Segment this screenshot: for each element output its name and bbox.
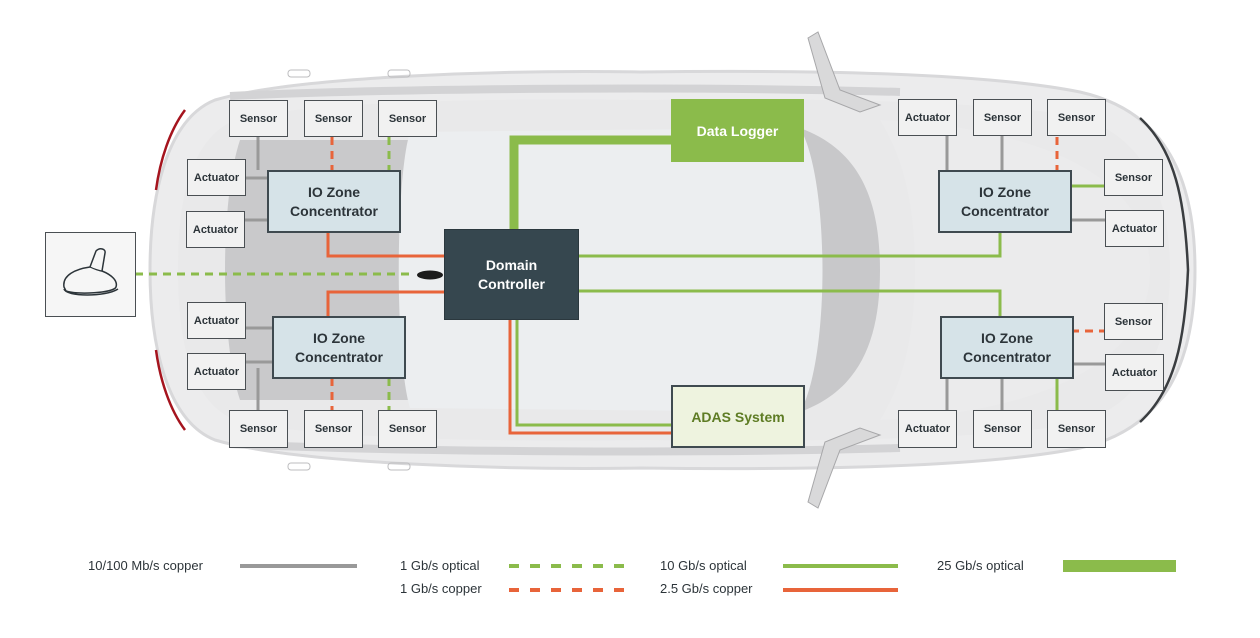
io-zone-concentrator-bottom-right: IO Zone Concentrator <box>940 316 1074 379</box>
sensor-rr-side: Sensor <box>1104 303 1163 340</box>
tail-light-bottom <box>154 349 187 431</box>
sensor-rl-3: Sensor <box>378 410 437 448</box>
actuator-fl-2: Actuator <box>186 211 245 248</box>
sensor-fl-1: Sensor <box>229 100 288 137</box>
sensor-rr-bottom-1: Sensor <box>973 410 1032 448</box>
shark-fin-antenna-icon <box>62 247 118 296</box>
legend-label-25g-optical: 25 Gb/s optical <box>937 558 1024 573</box>
sensor-fr-top-2: Sensor <box>1047 99 1106 136</box>
sensor-fl-3: Sensor <box>378 100 437 137</box>
camera-sensor-icon <box>417 270 443 280</box>
tail-light-top <box>154 109 187 191</box>
links-10g-optical <box>515 184 1106 427</box>
links-10-100-copper <box>242 130 1106 410</box>
sensor-rl-2: Sensor <box>304 410 363 448</box>
adas-system: ADAS System <box>671 385 805 448</box>
sensor-fr-side: Sensor <box>1104 159 1163 196</box>
actuator-rl-1: Actuator <box>187 302 246 339</box>
sensor-rr-bottom-2: Sensor <box>1047 410 1106 448</box>
sensor-fr-top-1: Sensor <box>973 99 1032 136</box>
domain-controller: Domain Controller <box>444 229 579 320</box>
actuator-rr-side: Actuator <box>1105 354 1164 391</box>
sensor-fl-2: Sensor <box>304 100 363 137</box>
legend-label-10g-optical: 10 Gb/s optical <box>660 558 747 573</box>
actuator-fr-side: Actuator <box>1105 210 1164 247</box>
links-1g-copper <box>330 137 1106 410</box>
io-zone-concentrator-top-right: IO Zone Concentrator <box>938 170 1072 233</box>
sensor-rl-1: Sensor <box>229 410 288 448</box>
legend-label-10-100-copper: 10/100 Mb/s copper <box>88 558 203 573</box>
data-logger: Data Logger <box>671 99 804 162</box>
io-zone-concentrator-bottom-left: IO Zone Concentrator <box>272 316 406 379</box>
legend-swatches <box>240 560 1176 592</box>
actuator-fl-1: Actuator <box>187 159 246 196</box>
links-25g-optical <box>509 135 672 230</box>
actuator-rl-2: Actuator <box>187 353 246 390</box>
legend-label-1g-optical: 1 Gb/s optical <box>400 558 480 573</box>
actuator-fr-top: Actuator <box>898 99 957 136</box>
legend-label-2-5g-copper: 2.5 Gb/s copper <box>660 581 753 596</box>
antenna-box <box>45 232 136 317</box>
actuator-rr-bottom: Actuator <box>898 410 957 448</box>
links-2-5g-copper <box>326 232 672 435</box>
io-zone-concentrator-top-left: IO Zone Concentrator <box>267 170 401 233</box>
legend-label-1g-copper: 1 Gb/s copper <box>400 581 482 596</box>
links-1g-optical <box>135 137 415 410</box>
